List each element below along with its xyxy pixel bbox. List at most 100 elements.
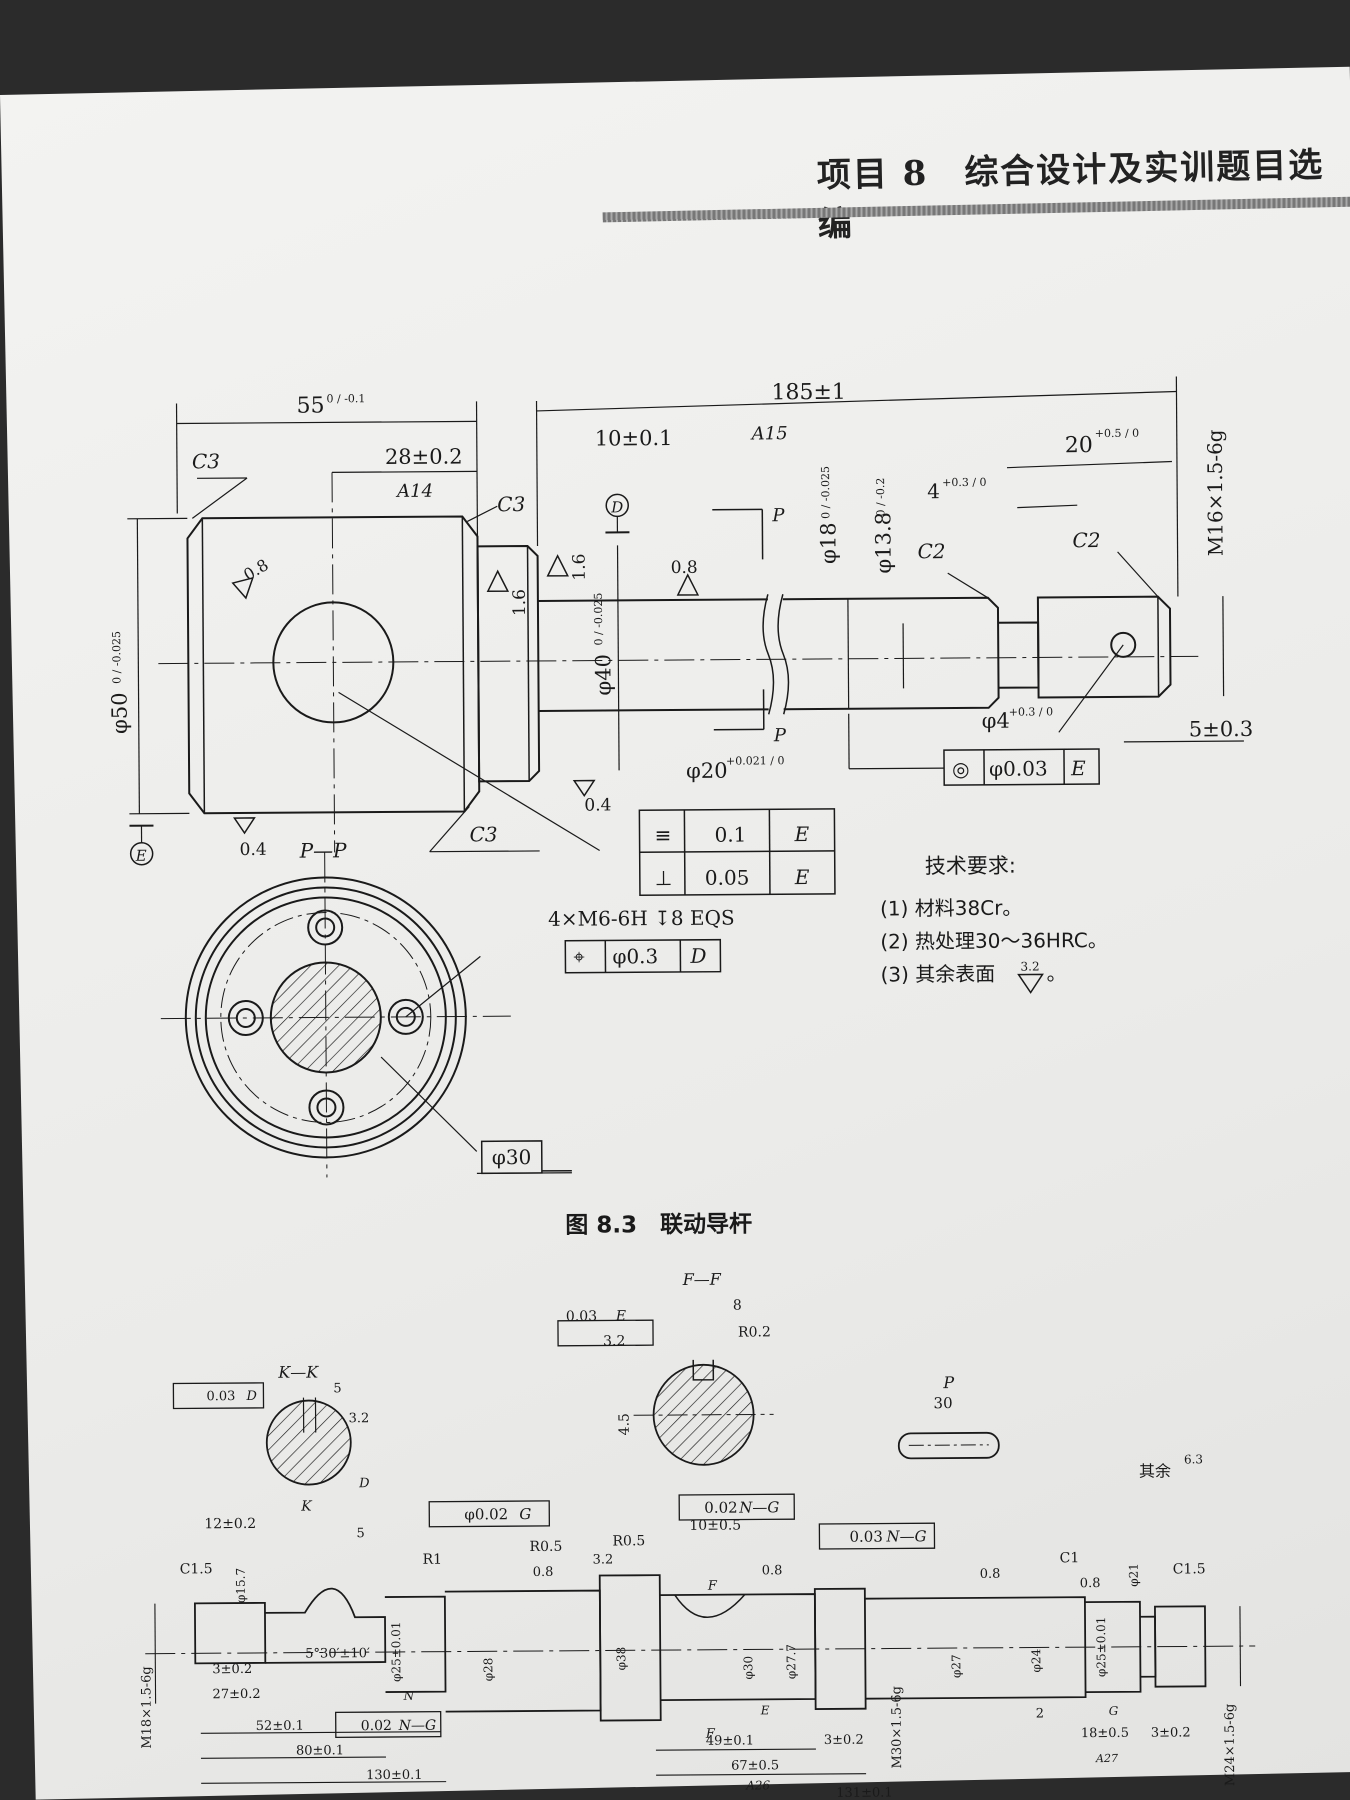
- fig2-ff-sym-d: E: [615, 1308, 626, 1324]
- fig2-phi30: φ30: [741, 1656, 755, 1680]
- fig2-phi21: φ21: [1127, 1563, 1141, 1587]
- fig2-conc: φ0.02: [464, 1505, 508, 1523]
- thread-holes: 4×M6-6H ↧8 EQS: [548, 906, 735, 931]
- fig2-kk-sym-d: D: [245, 1389, 257, 1404]
- rough-08-b: 0.8: [671, 558, 698, 578]
- fig2-p: P: [942, 1373, 954, 1392]
- fig2-f-top: F: [707, 1579, 718, 1594]
- dim-phi40-tol: 0 / -0.025: [592, 593, 605, 646]
- tech-item-2: (2) 热处理30～36HRC。: [880, 928, 1108, 954]
- label-p2: P: [773, 725, 787, 746]
- fig2-ff-8: 8: [733, 1298, 742, 1314]
- dim-phi13-8: φ13.8: [871, 512, 895, 574]
- dim-phi13-8-tol: 0 / -0.2: [874, 478, 887, 517]
- dim-phi18: φ18: [816, 522, 840, 564]
- fig2-datum-n: N: [403, 1689, 415, 1703]
- fig2-kk-sym: 0.03: [206, 1389, 235, 1404]
- chamfer-c3-c: C3: [469, 822, 497, 846]
- dim-55-tol: 0 / -0.1: [326, 392, 365, 405]
- dim-phi50: φ50: [108, 692, 132, 734]
- fig2-a27: A27: [1095, 1752, 1118, 1765]
- sym-datum: E: [793, 822, 809, 846]
- dim-4: 4: [927, 479, 940, 503]
- fig2-c15-a: C1.5: [180, 1561, 213, 1577]
- conc-symbol: ◎: [952, 757, 970, 781]
- fig2-dim-27: 27±0.2: [212, 1687, 260, 1702]
- fig2-dim-3c: 3±0.2: [1151, 1725, 1191, 1740]
- dim-28: 28±0.2: [385, 444, 463, 469]
- dim-20-tol: +0.5 / 0: [1095, 427, 1140, 440]
- fig2-perp: 0.02: [704, 1499, 738, 1517]
- dim-phi20-tol: +0.021 / 0: [726, 754, 784, 767]
- fig2-32: 3.2: [593, 1552, 614, 1567]
- figure-caption: 图 8.3 联动导杆: [565, 1211, 752, 1238]
- fig2-r05-a: R0.5: [529, 1539, 562, 1555]
- fig2-kk-k: K: [300, 1499, 313, 1515]
- chamfer-c3-a: C3: [192, 449, 220, 473]
- dim-phi50-tol: 0 / -0.025: [110, 631, 123, 684]
- fig2-dim-80: 80±0.1: [296, 1743, 344, 1758]
- fig2-kk: K—K: [277, 1362, 319, 1381]
- label-a15: A15: [750, 423, 788, 444]
- datum-e: E: [135, 847, 147, 865]
- dim-10: 10±0.1: [595, 426, 673, 451]
- fig2-dim-52: 52±0.1: [256, 1719, 304, 1734]
- dim-phi20: φ20: [686, 759, 728, 783]
- fig2-dim-2: 2: [1036, 1706, 1044, 1721]
- fig2-qiyu: 其余: [1139, 1462, 1171, 1481]
- datum-d: D: [610, 498, 623, 516]
- chamfer-c2-a: C2: [917, 539, 945, 563]
- pos-value: φ0.3: [612, 944, 658, 968]
- fig2-runout-d: N—G: [885, 1527, 926, 1545]
- fig2-ff-r: R0.2: [738, 1324, 771, 1340]
- fig2-a26: A26: [745, 1778, 770, 1792]
- fig2-phi27: φ27: [949, 1654, 963, 1678]
- fig2-dim-49: 49±0.1: [706, 1733, 754, 1748]
- fig2-phi277: φ27.7: [784, 1644, 798, 1679]
- fig2-phi157: φ15.7: [234, 1568, 248, 1603]
- fig2-dim-3b: 3±0.2: [824, 1733, 864, 1748]
- fig2-r05-b: R0.5: [612, 1533, 645, 1549]
- fig2-runout2-d: N—G: [398, 1718, 437, 1734]
- fig2-kk-5: 5: [333, 1381, 341, 1396]
- fig2-08-c: 0.8: [980, 1567, 1001, 1582]
- fig2-runout: 0.03: [849, 1528, 883, 1546]
- dim-m16: M16×1.5-6g: [1203, 429, 1228, 556]
- fig2-c15-b: C1.5: [1173, 1561, 1206, 1577]
- fig2-dim-5: 5: [356, 1526, 364, 1541]
- dim-phi18-tol: 0 / -0.025: [819, 466, 832, 519]
- fig2-datum-g: G: [1109, 1704, 1119, 1718]
- fig2-dim-3a: 3±0.2: [212, 1662, 252, 1677]
- perp-value: 0.05: [705, 865, 750, 889]
- dim-55: 55: [296, 393, 324, 418]
- fig2-ff-32: 3.2: [603, 1333, 625, 1349]
- sym-symbol: ≡: [654, 823, 671, 847]
- fig2-m18: M18×1.5-6g: [139, 1666, 155, 1749]
- tech-item-3: (3) 其余表面: [880, 962, 995, 987]
- dim-phi4: φ4: [982, 709, 1010, 733]
- fig2-conc-d: G: [519, 1505, 531, 1523]
- rough-04-b: 0.4: [584, 795, 611, 815]
- dim-phi30: φ30: [492, 1145, 532, 1169]
- fig2-runout2: 0.02: [361, 1718, 392, 1734]
- tech-rough: 3.2: [1020, 959, 1039, 973]
- dim-phi4-tol: +0.3 / 0: [1009, 705, 1054, 718]
- fig2-phi28: φ28: [481, 1658, 495, 1682]
- fig2-c1: C1: [1060, 1550, 1080, 1566]
- conc-value: φ0.03: [989, 756, 1048, 780]
- fig2-phi38: φ38: [614, 1647, 628, 1671]
- figure1-section-pp: [160, 852, 572, 1178]
- fig2-qiyu-r: 6.3: [1184, 1452, 1203, 1466]
- tech-end: 。: [1046, 961, 1066, 985]
- fig2-datum-e: E: [760, 1703, 770, 1717]
- label-pp: P—P: [299, 838, 348, 862]
- tech-item-1: (1) 材料38Cr。: [880, 896, 1022, 921]
- pos-datum: D: [689, 944, 706, 968]
- fig2-dim-12: 12±0.2: [204, 1516, 256, 1532]
- fig2-dim-10: 10±0.5: [689, 1518, 741, 1534]
- perp-datum: E: [794, 865, 810, 889]
- fig2-phi25b: φ25±0.01: [1094, 1617, 1108, 1678]
- figure2-shaft: [145, 1319, 1256, 1784]
- fig2-08-d: 0.8: [1080, 1576, 1101, 1591]
- fig2-ff: F—F: [682, 1270, 722, 1289]
